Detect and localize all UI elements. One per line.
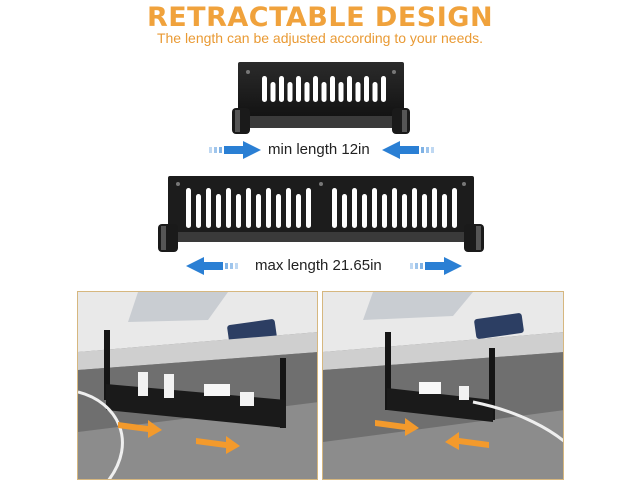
page-title: RETRACTABLE DESIGN (146, 2, 494, 33)
min-right-arrow (382, 141, 434, 159)
tray-slot (266, 188, 271, 228)
tray-slot (355, 82, 361, 102)
tray-slot (196, 194, 201, 228)
tray-slot (321, 82, 327, 102)
max-left-arrow (186, 257, 238, 275)
tray-slot (364, 76, 369, 102)
tray-slot (372, 188, 377, 228)
tray-slot (330, 76, 335, 102)
tray-slot (296, 194, 301, 228)
short-cable-tray (232, 62, 410, 134)
tray-slot (286, 188, 291, 228)
tray-slot (382, 194, 387, 228)
tray-slot (186, 188, 191, 228)
tray-slot (452, 188, 457, 228)
min-left-arrow (209, 141, 261, 159)
long-cable-tray (158, 176, 484, 252)
tray-slot (381, 76, 386, 102)
page-subtitle: The length can be adjusted according to … (156, 30, 484, 46)
tray-slot (392, 188, 397, 228)
tray-slot (256, 194, 261, 228)
tray-slot (226, 188, 231, 228)
tray-slot (422, 194, 427, 228)
tray-slot (279, 76, 284, 102)
tray-slot (276, 194, 281, 228)
tray-slot (287, 82, 293, 102)
min-length-label: min length 12in (268, 141, 370, 158)
tray-slot (402, 194, 407, 228)
tray-slot (296, 76, 301, 102)
tray-slot (306, 188, 311, 228)
tray-slot (362, 194, 367, 228)
tray-slot (332, 188, 337, 228)
tray-slot (236, 194, 241, 228)
tray-slot (442, 194, 447, 228)
desk-photo-expanded (77, 291, 318, 480)
tray-slot (352, 188, 357, 228)
tray-slot (262, 76, 267, 102)
max-right-arrow (410, 257, 462, 275)
tray-slot (304, 82, 310, 102)
tray-slot (338, 82, 344, 102)
tray-slot (313, 76, 318, 102)
tray-slot (246, 188, 251, 228)
tray-slot (270, 82, 276, 102)
tray-slot (216, 194, 221, 228)
tray-slot (342, 194, 347, 228)
tray-slot (347, 76, 352, 102)
tray-slot (412, 188, 417, 228)
tray-slot (432, 188, 437, 228)
tray-slot (372, 82, 378, 102)
desk-photo-retracted (322, 291, 564, 480)
max-length-label: max length 21.65in (255, 257, 382, 274)
tray-slot (206, 188, 211, 228)
